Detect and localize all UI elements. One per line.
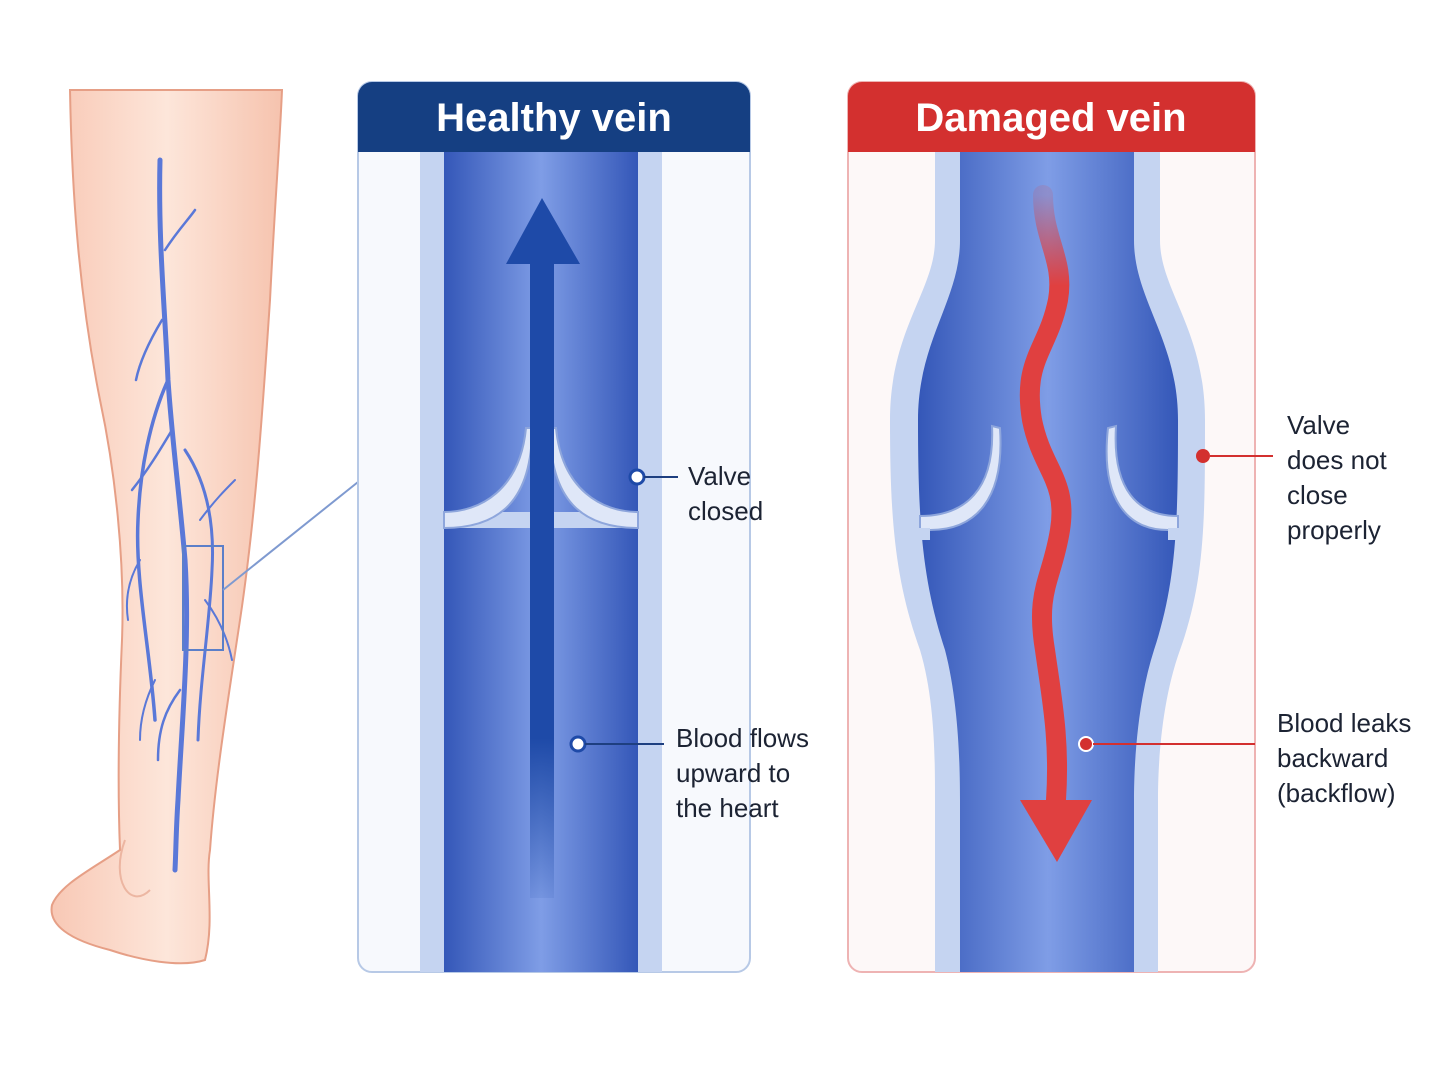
heel-shading: [118, 839, 151, 898]
svg-text:Valve closed: Valve closed: [688, 461, 763, 526]
healthy-panel-title: Healthy vein: [436, 96, 672, 140]
healthy-valve-label-line1: Valve: [688, 461, 751, 491]
leg-veins: [125, 157, 236, 873]
damaged-flow-label-line1: Blood leaks: [1277, 708, 1411, 738]
leg-illustration: [50, 89, 359, 965]
damaged-valve-callout: Valve does not close properly: [1196, 410, 1394, 545]
healthy-flow-label-line1: Blood flows: [676, 723, 809, 753]
healthy-flow-label-line2: upward to: [676, 758, 790, 788]
damaged-valve-label-line3: close: [1287, 480, 1348, 510]
zoom-connector: [222, 481, 359, 591]
healthy-flow-label-line3: the heart: [676, 793, 779, 823]
leg-skin: [50, 89, 284, 965]
healthy-flow-callout: Blood flows upward to the heart: [569, 723, 816, 823]
damaged-panel-title: Damaged vein: [915, 96, 1186, 140]
zoom-box: [182, 545, 224, 651]
damaged-flow-label-line2: backward: [1277, 743, 1388, 773]
svg-text:Blood flows upward to: Blood flows upward to the heart: [676, 723, 816, 823]
damaged-panel-header: [848, 82, 1255, 152]
damaged-valve-open: [918, 424, 1180, 540]
up-arrow-icon: [506, 198, 580, 898]
svg-text:Blood leaks backward: Blood leaks backward (backflow): [1277, 708, 1419, 808]
healthy-valve-label-line2: closed: [688, 496, 763, 526]
damaged-vein-panel: Damaged vein Valve does: [847, 81, 1419, 973]
damaged-valve-label-line4: properly: [1287, 515, 1381, 545]
damaged-valve-label-line2: does not: [1287, 445, 1388, 475]
svg-text:Valve does not: Valve does not close properly: [1287, 410, 1394, 545]
healthy-valve-callout: Valve closed: [628, 461, 763, 526]
damaged-flow-callout: Blood leaks backward (backflow): [1078, 708, 1419, 808]
damaged-flow-label-line3: (backflow): [1277, 778, 1395, 808]
healthy-panel-header: [358, 82, 750, 152]
damaged-valve-label-line1: Valve: [1287, 410, 1350, 440]
healthy-vein-panel: Healthy vein Valve closed: [357, 81, 816, 973]
wavy-down-arrow-icon: [1019, 185, 1092, 862]
